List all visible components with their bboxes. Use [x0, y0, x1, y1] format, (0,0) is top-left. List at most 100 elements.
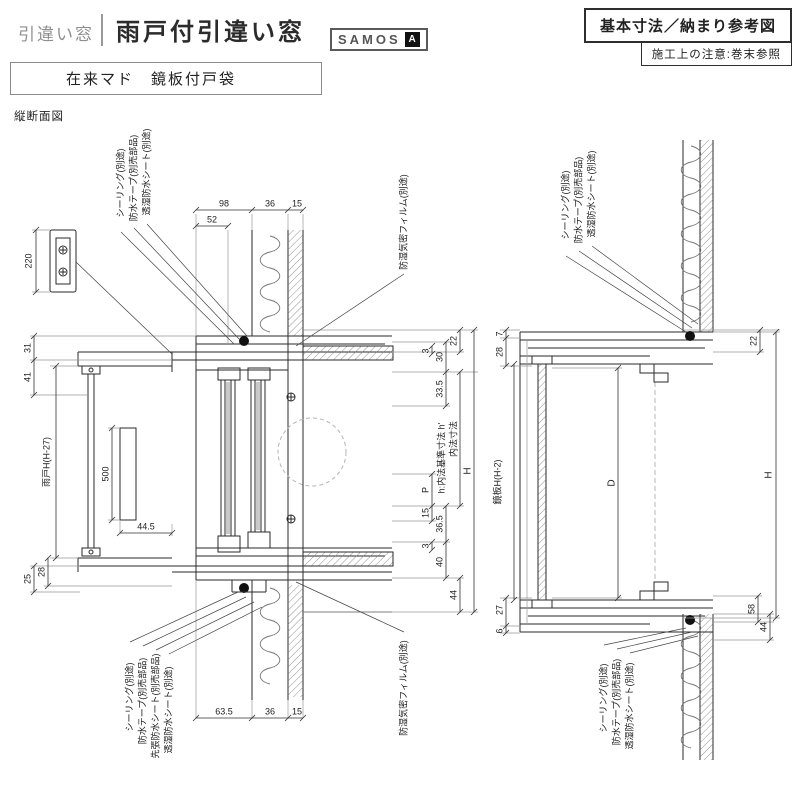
- sealant-dot-bottom: [239, 583, 249, 593]
- dim-label: 7: [494, 331, 504, 336]
- callout-label: 防湿気密フィルム(別途): [397, 640, 408, 736]
- dim-label: 6: [494, 628, 504, 633]
- page-title: 雨戸付引違い窓: [116, 19, 305, 46]
- callout-label: シーリング(別途): [123, 663, 134, 732]
- shutter-cap-top: [81, 365, 101, 375]
- right-labels: シーリング(別途) 防水テープ(別売部品) 透湿防水シート(別途) シーリング(…: [491, 151, 774, 750]
- dim-label: H: [463, 467, 474, 474]
- dim-label: 33.5: [434, 380, 444, 398]
- brand-name: SAMOS: [338, 32, 401, 47]
- sash1-top-rail: [217, 367, 241, 381]
- right-head-frame: [519, 331, 713, 632]
- callout-label: 防水テープ(別売部品): [572, 157, 583, 243]
- insulation-bottom: [259, 587, 281, 685]
- left-leader-lines: [75, 223, 405, 655]
- left-wall-hatch-top: [288, 230, 303, 336]
- section-view-label: 縦断面図: [14, 111, 64, 123]
- dim-label: 220: [23, 253, 33, 268]
- interior-board-top: [302, 345, 394, 361]
- callout-label: 透湿防水シート(別途): [140, 129, 151, 216]
- dim-label: 52: [207, 214, 217, 224]
- dim-label: 98: [219, 198, 229, 208]
- dim-label: 63.5: [215, 706, 233, 716]
- screw-symbol-bottom: [286, 514, 296, 524]
- callout-label: シーリング(別途): [559, 171, 570, 240]
- window-subtype-box: 在来マド 鏡板付戸袋: [10, 62, 322, 95]
- left-labels: シーリング(別途) 防水テープ(別売部品) 透湿防水シート(別途) 防湿気密フィ…: [22, 129, 473, 759]
- dim-label: 雨戸H(H-27): [41, 437, 51, 487]
- callout-label: 透湿防水シート(別途): [623, 663, 634, 750]
- title-divider: [101, 14, 103, 46]
- sash2-glass: [256, 382, 260, 530]
- dim-label: 15: [292, 198, 302, 208]
- sash2-top-rail: [247, 367, 271, 381]
- dim-label: 41: [22, 372, 32, 382]
- right-section: [519, 140, 714, 760]
- dim-label: 40: [434, 557, 444, 567]
- right-sealant-dot-bottom: [685, 615, 695, 625]
- callout-label: 防水テープ(別売部品): [127, 135, 138, 221]
- head-frame: [77, 335, 392, 372]
- dim-label: 30: [434, 352, 444, 362]
- head-step-1: [639, 363, 655, 374]
- right-insulation-bottom: [680, 619, 702, 749]
- dim-label: 28: [494, 347, 504, 357]
- dim-label: 36.5: [434, 515, 444, 533]
- interior-board-bottom: [302, 551, 394, 567]
- brand-logo: SAMOS A: [330, 28, 428, 51]
- dim-label: D: [607, 479, 618, 486]
- sealant-dot-top: [239, 336, 249, 346]
- dim-label: 3: [420, 348, 430, 353]
- construction-note-box: 施工上の注意:巻末参照: [640, 42, 792, 66]
- left-wall-lines: [251, 230, 304, 700]
- shutter-stile: [119, 427, 137, 521]
- callout-label: 透湿防水シート(別途): [585, 151, 596, 238]
- sill-frame: [77, 547, 392, 613]
- right-dimension-ticks: [502, 326, 780, 644]
- right-leader-lines: [565, 245, 699, 654]
- dim-label: 27: [494, 605, 504, 615]
- sill-step-1: [639, 590, 655, 601]
- head-step-2: [653, 372, 669, 383]
- sash1-bottom-rail: [217, 535, 241, 553]
- dim-label: 22: [748, 336, 758, 346]
- callout-label: シーリング(別途): [597, 664, 608, 733]
- dim-label: h:内法基準寸法 h': [435, 422, 446, 493]
- dim-label: 28: [36, 567, 46, 577]
- callout-label: 防水テープ(別売部品): [136, 658, 147, 744]
- sash2-bottom-rail: [247, 531, 271, 549]
- dim-label: 15: [292, 706, 302, 716]
- dim-label: P: [420, 487, 430, 493]
- right-wall-hatch-bottom: [700, 614, 713, 760]
- brand-mark: A: [404, 32, 420, 47]
- sash1-stiles: [220, 380, 236, 536]
- left-wall-hatch-bottom: [288, 585, 303, 697]
- dim-label: 内法寸法: [447, 421, 458, 457]
- shutter-cap-bottom: [81, 547, 101, 557]
- dim-label: 500: [100, 466, 110, 481]
- panel-cap-bottom: [531, 599, 553, 609]
- right-wall-hatch-top: [700, 140, 713, 332]
- dim-label: 44: [448, 590, 458, 600]
- dim-label: 44: [758, 622, 768, 632]
- shutter-panel: [87, 374, 95, 548]
- dim-label: 3: [420, 543, 430, 548]
- left-dimension-lines: [30, 206, 478, 722]
- left-dimension-ticks: [30, 206, 478, 722]
- left-extension-lines: [30, 214, 478, 718]
- right-sealant-dot-top: [685, 331, 695, 341]
- dim-label: 15: [420, 508, 430, 518]
- dim-label: 鏡板H(H-2): [491, 460, 502, 505]
- insulation-top: [259, 235, 281, 333]
- shutter-screw-top: [88, 367, 94, 373]
- dim-label: 36: [265, 198, 275, 208]
- handle-clearance-circle: [277, 417, 347, 487]
- right-dimension-lines: [502, 326, 780, 644]
- callout-label: 防湿気密フィルム(別途): [397, 174, 408, 270]
- shutter-screw-bottom: [88, 549, 94, 555]
- reference-title-box: 基本寸法／納まり参考図: [583, 8, 792, 43]
- dim-label: H: [764, 471, 775, 478]
- dim-label: 58: [746, 604, 756, 614]
